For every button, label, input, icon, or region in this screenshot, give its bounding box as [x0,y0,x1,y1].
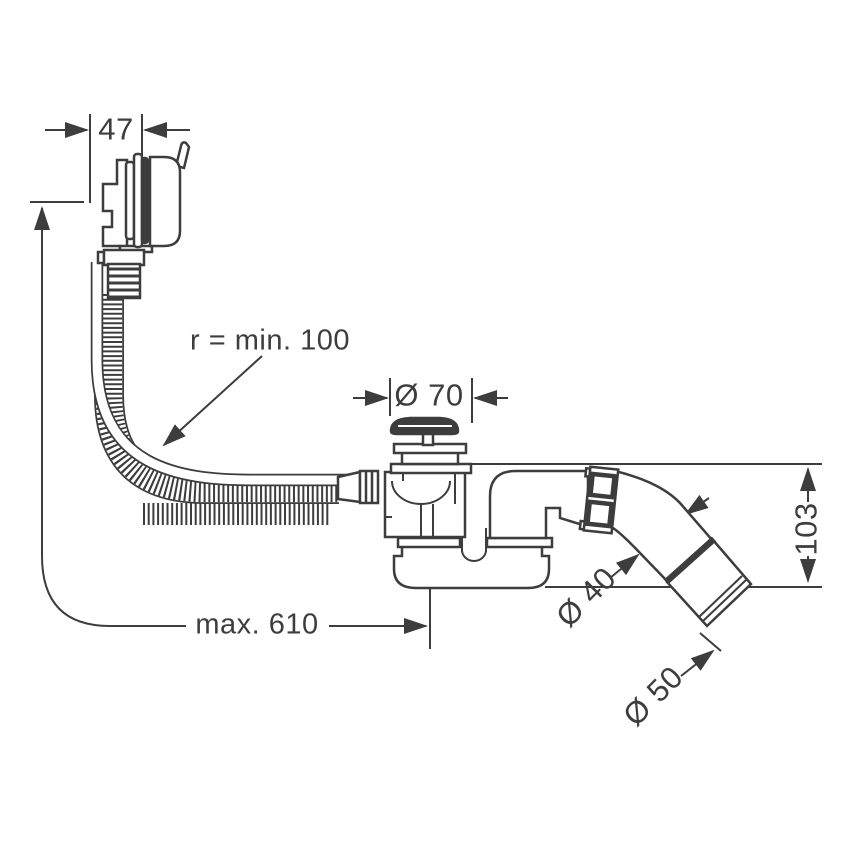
flexible-hose [90,262,350,525]
dimension-dia-50 [680,632,722,677]
sleeve-end-rings [698,575,747,622]
dimension-dia-70 [353,378,508,423]
sleeve-joint-ring [663,536,717,585]
outlet-assembly [488,465,753,628]
overflow-rosette [124,152,150,249]
dimension-dia-40 [609,494,710,579]
trap-flange-right [485,536,554,549]
overflow-threads [106,262,142,300]
hose-adapter [336,469,380,505]
label-outlet-height: 103 [788,502,824,556]
waste-flange-wide [389,462,473,475]
overflow-lever [174,141,191,170]
clip-connector [578,465,620,535]
dimension-max-610 [30,201,431,649]
dimension-47 [45,114,190,203]
overflow-housing [101,158,129,254]
label-hose-bend-radius: r = min. 100 [190,324,350,357]
trap-bowl [392,520,554,590]
label-plug-diameter: Ø 70 [394,377,464,413]
overflow-fitting [96,141,191,300]
label-overflow-width: 47 [98,111,134,147]
tee-internals [385,472,456,537]
trap-flange-left [396,536,462,549]
connector-clip-bottom [584,499,615,529]
connector-clip-top [588,471,618,500]
drain-tee [383,416,473,539]
hose-inner-tube [90,262,350,487]
dimension-bend-radius [162,355,263,447]
overflow-cap [148,155,182,248]
label-max-length: max. 610 [195,608,319,641]
elbow-pipe [488,469,590,540]
